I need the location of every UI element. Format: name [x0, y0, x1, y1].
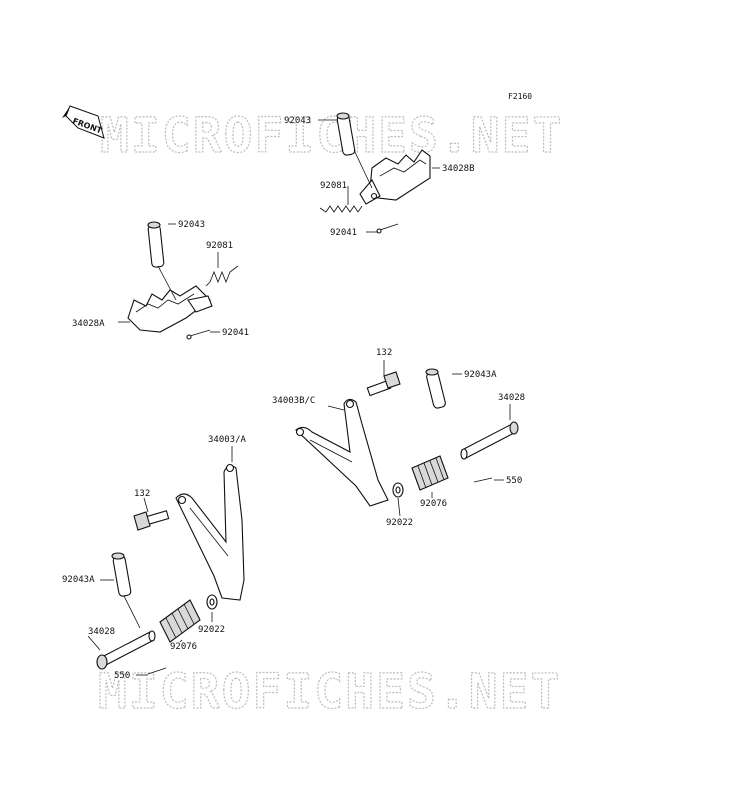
- bolt-132-right: [366, 371, 401, 397]
- rubber-92076-left: [159, 599, 201, 643]
- label-92041-top: 92041: [330, 228, 357, 238]
- label-92076-right: 92076: [420, 499, 447, 509]
- figure-code: F2160: [508, 92, 532, 101]
- rubber-92076-right: [411, 455, 449, 491]
- shaft-34028-right: [460, 421, 519, 460]
- watermark-top: MICROFICHES.NET: [100, 108, 563, 164]
- label-92043-top: 92043: [284, 116, 311, 126]
- label-92041-left: 92041: [222, 328, 249, 338]
- label-34028-left: 34028: [88, 627, 115, 637]
- label-34028-right: 34028: [498, 393, 525, 403]
- label-550-right: 550: [506, 476, 522, 486]
- washer-92022-left: [206, 594, 218, 610]
- label-132-left: 132: [134, 489, 150, 499]
- spring-92081-top: [319, 205, 363, 213]
- label-92043A-left: 92043A: [62, 575, 95, 585]
- bracket-34003BC: [295, 398, 389, 507]
- washer-92022-right: [392, 482, 404, 498]
- cotter-pin-550-left: [147, 667, 167, 675]
- cotter-pin-92041-top: [376, 223, 399, 234]
- bolt-132-left: [133, 510, 170, 531]
- label-34028B: 34028B: [442, 164, 475, 174]
- label-92043-left: 92043: [178, 220, 205, 230]
- cotter-pin-92041-left: [186, 329, 211, 340]
- label-34003A: 34003/A: [208, 435, 247, 445]
- label-92043A-right: 92043A: [464, 370, 497, 380]
- label-92022-right: 92022: [386, 518, 413, 528]
- pin-92043A-left: [111, 552, 132, 597]
- front-arrow-icon: FRONT: [62, 105, 105, 139]
- label-34028A: 34028A: [72, 319, 105, 329]
- footpeg-34028B: [359, 149, 431, 205]
- footpeg-34028A: [127, 285, 213, 333]
- label-34003BC: 34003B/C: [272, 396, 315, 406]
- bracket-left-assembly: [87, 446, 245, 676]
- footpeg-left-assembly: [118, 221, 239, 340]
- label-132-right: 132: [376, 348, 392, 358]
- bracket-right-assembly: [295, 360, 519, 517]
- shaft-34028-left: [96, 630, 156, 670]
- footpeg-right-assembly: [318, 112, 440, 234]
- label-92081-left: 92081: [206, 241, 233, 251]
- pin-92043-top: [336, 112, 356, 156]
- label-550-left: 550: [114, 671, 130, 681]
- watermark-bottom: MICROFICHES.NET: [98, 664, 561, 720]
- label-92076-left: 92076: [170, 642, 197, 652]
- label-92081-top: 92081: [320, 181, 347, 191]
- spring-92081-left: [205, 265, 239, 287]
- pin-92043-left: [147, 221, 165, 268]
- label-92022-left: 92022: [198, 625, 225, 635]
- pin-92043A-right: [425, 368, 446, 409]
- cotter-pin-550-right: [473, 477, 493, 483]
- bracket-34003A: [175, 463, 245, 601]
